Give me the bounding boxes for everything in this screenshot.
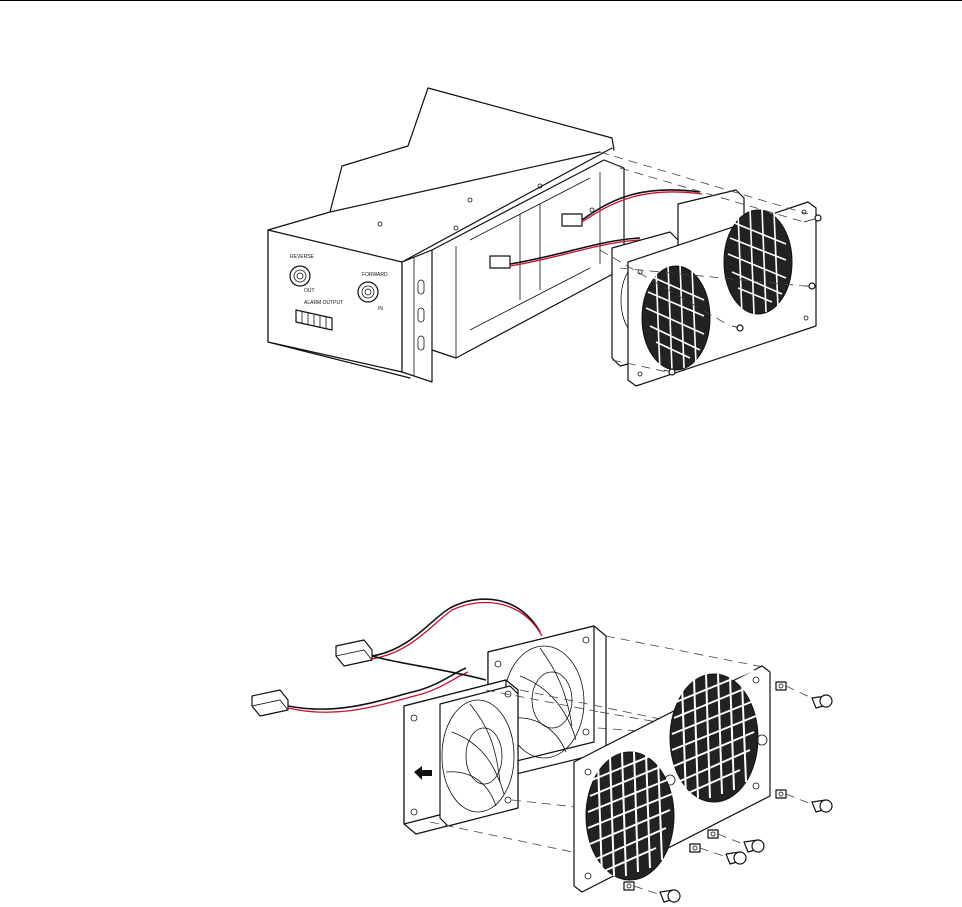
rack-ear <box>402 250 432 382</box>
chassis-top-outline <box>268 88 614 230</box>
washer <box>776 682 786 690</box>
forward-label: FORWARD <box>362 272 388 278</box>
screw <box>812 800 832 812</box>
screw <box>660 890 680 902</box>
screw <box>812 695 832 708</box>
in-label: IN <box>378 306 383 312</box>
reverse-label: REVERSE <box>290 254 315 260</box>
internal-connector-1 <box>490 256 510 268</box>
chassis-opening <box>432 160 624 358</box>
screw <box>726 852 746 864</box>
washer <box>776 790 786 798</box>
forward-in-connector <box>358 282 378 302</box>
screw <box>744 840 764 852</box>
internal-connector-2 <box>562 214 582 226</box>
fan-tray-exploded <box>252 599 832 902</box>
out-label: OUT <box>304 288 315 294</box>
fan-front <box>404 680 518 834</box>
washer <box>690 844 700 852</box>
alarm-output-label: ALARM OUTPUT <box>304 300 343 306</box>
grille-right <box>724 208 792 316</box>
washer <box>708 830 718 838</box>
reverse-out-connector <box>290 266 310 286</box>
fan-tray-top <box>600 152 821 386</box>
washer <box>624 882 634 890</box>
